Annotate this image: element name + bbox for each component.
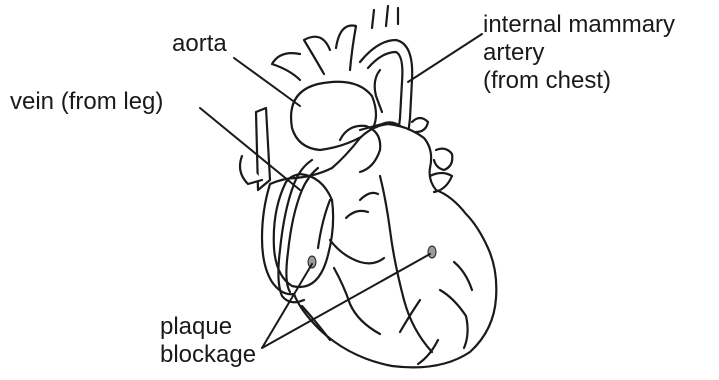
vessel-top-4 [304,37,330,74]
label-internal-mammary-artery: internal mammary artery (from chest) [483,11,675,95]
upper-right-stub [412,118,428,132]
vessel-top-6 [272,53,300,80]
label-plaque-line-1: plaque [160,313,256,341]
plaque-2 [428,246,436,258]
label-plaque-line-2: blockage [160,341,256,369]
label-plaque-blockage: plaque blockage [160,313,256,369]
label-ima-line-1: internal mammary [483,11,675,39]
vessel-top-2 [386,6,388,26]
label-ima-line-3: (from chest) [483,67,675,95]
label-ima-line-2: artery [483,39,675,67]
left-atrial-appendage [434,149,452,170]
heart-outline [262,124,496,367]
label-aorta: aorta [172,30,227,58]
plaque-1 [308,256,316,268]
leader-ima [408,34,482,82]
vessel-top-5 [336,25,356,70]
label-vein-from-leg: vein (from leg) [10,88,163,116]
vessel-top-1 [372,10,374,28]
leader-aorta [234,58,300,106]
